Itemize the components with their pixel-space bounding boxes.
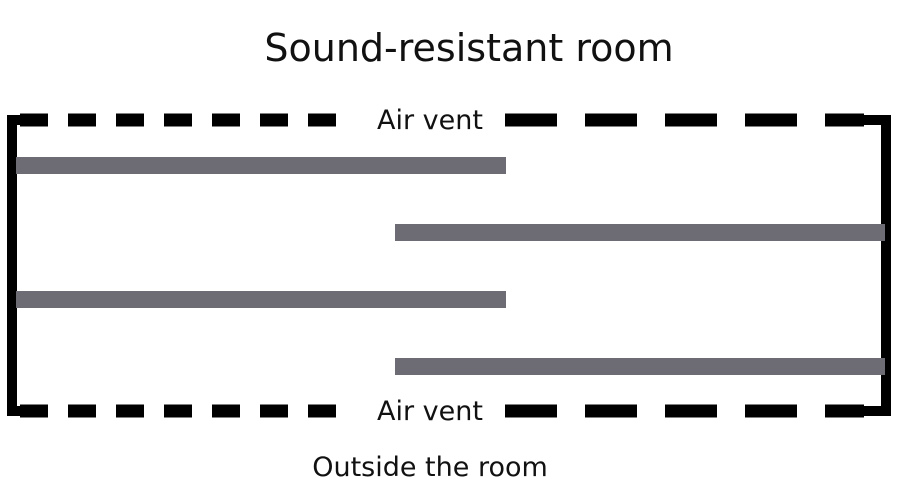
left-wall <box>7 115 24 416</box>
top-vent-label: Air vent <box>377 105 483 136</box>
baffle-2 <box>395 224 885 241</box>
diagram-title: Sound-resistant room <box>264 26 673 70</box>
baffle-1 <box>16 157 506 174</box>
baffle-4 <box>395 358 885 375</box>
baffle-3 <box>16 291 506 308</box>
outside-room-label: Outside the room <box>312 452 548 483</box>
right-wall <box>862 115 891 416</box>
bottom-vent-label: Air vent <box>377 396 483 427</box>
baffles <box>16 157 885 375</box>
